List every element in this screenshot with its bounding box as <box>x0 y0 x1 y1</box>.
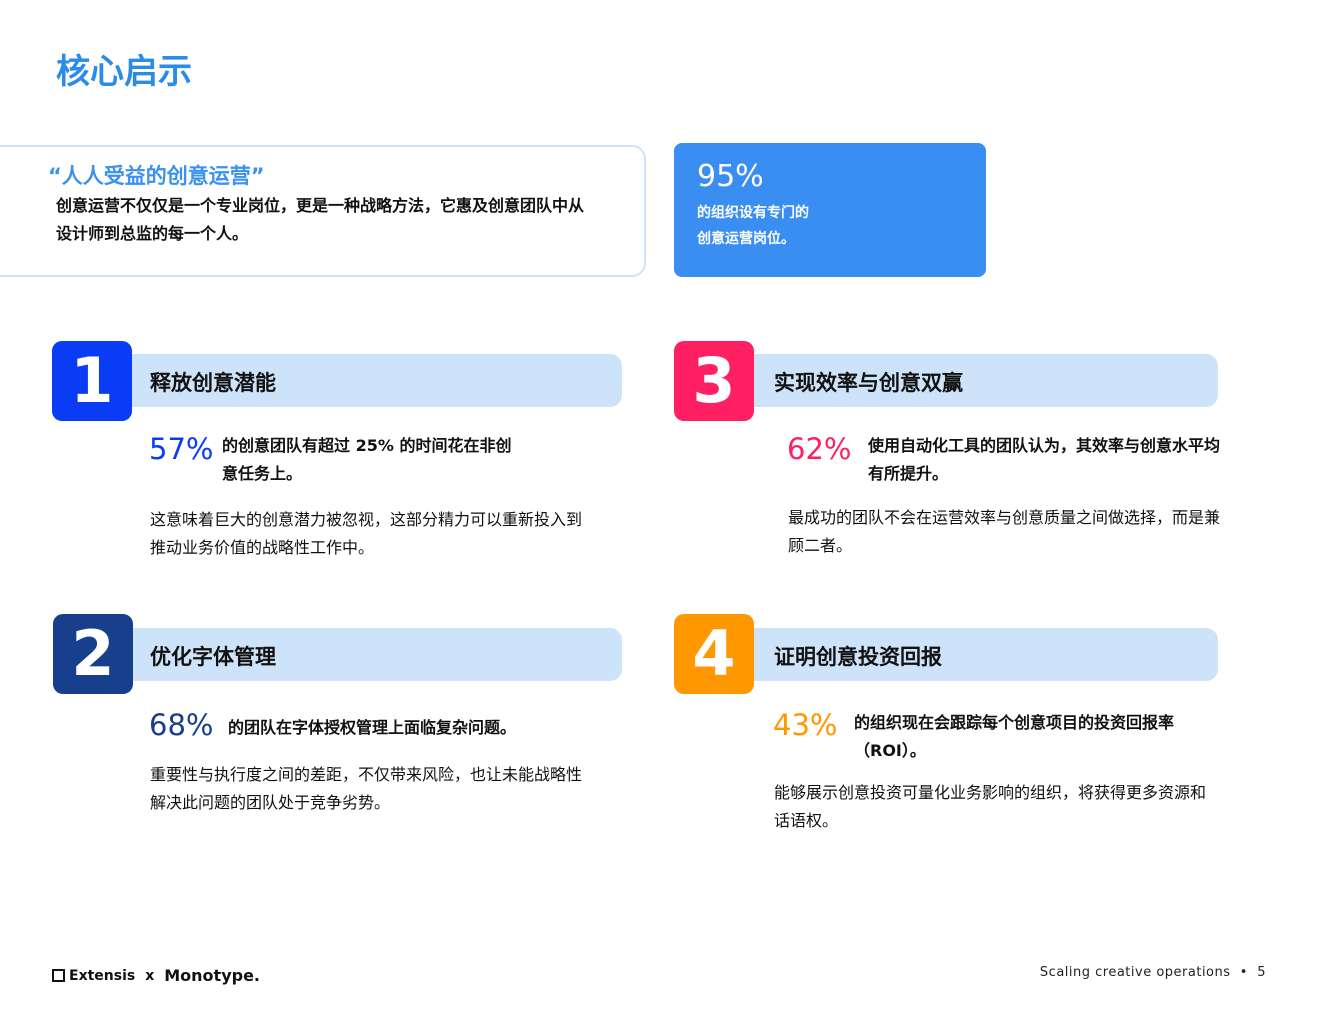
extensis-logo-icon <box>52 969 65 982</box>
section-title: 优化字体管理 <box>150 645 276 669</box>
section-number-2: 2 <box>53 614 133 694</box>
brand-monotype: Monotype. <box>164 966 261 985</box>
section-pct-3: 62% <box>787 432 852 466</box>
section-stat-4: 的组织现在会跟踪每个创意项目的投资回报率（ROI）。 <box>854 713 1175 760</box>
section-header-4: 证明创意投资回报 <box>694 628 1218 681</box>
stat-card: 95% 的组织设有专门的创意运营岗位。 <box>674 143 986 277</box>
section-body-2: 重要性与执行度之间的差距，不仅带来风险，也让未能战略性解决此问题的团队处于竞争劣… <box>150 765 583 812</box>
section-header-2: 优化字体管理 <box>70 628 622 681</box>
section-stat-1: 的创意团队有超过 25% 的时间花在非创意任务上。 <box>222 436 512 483</box>
page-title: 核心启示 <box>56 52 192 92</box>
section-body-4: 能够展示创意投资可量化业务影响的组织，将获得更多资源和话语权。 <box>774 783 1207 830</box>
brand-separator: x <box>145 967 155 984</box>
section-stat-2: 的团队在字体授权管理上面临复杂问题。 <box>228 718 517 737</box>
stat-value: 95% <box>697 159 764 194</box>
stat-line: 的组织设有专门的 <box>697 205 809 221</box>
section-number-3: 3 <box>674 341 754 421</box>
section-title: 释放创意潜能 <box>150 371 276 395</box>
section-body-1: 这意味着巨大的创意潜力被忽视，这部分精力可以重新投入到推动业务价值的战略性工作中… <box>150 510 583 557</box>
section-header-1: 释放创意潜能 <box>70 354 622 407</box>
stat-line: 创意运营岗位。 <box>697 231 795 247</box>
section-pct-4: 43% <box>773 708 838 742</box>
section-number-1: 1 <box>52 341 132 421</box>
quote-body: 创意运营不仅仅是一个专业岗位，更是一种战略方法，它惠及创意团队中从设计师到总监的… <box>56 196 585 243</box>
footer-page-info: Scaling creative operations • 5 <box>1039 965 1266 980</box>
section-title: 实现效率与创意双赢 <box>774 371 963 395</box>
section-pct-2: 68% <box>149 708 214 742</box>
quote-title: “人人受益的创意运营” <box>48 164 265 188</box>
section-stat-3: 使用自动化工具的团队认为，其效率与创意水平均有所提升。 <box>868 436 1221 483</box>
section-header-3: 实现效率与创意双赢 <box>694 354 1218 407</box>
quote-card <box>0 145 646 277</box>
section-number-4: 4 <box>674 614 754 694</box>
section-pct-1: 57% <box>149 432 214 466</box>
footer-logo: Extensis x Monotype. <box>52 966 260 985</box>
brand-extensis: Extensis <box>69 967 136 984</box>
section-body-3: 最成功的团队不会在运营效率与创意质量之间做选择，而是兼顾二者。 <box>788 508 1221 555</box>
section-title: 证明创意投资回报 <box>774 645 942 669</box>
